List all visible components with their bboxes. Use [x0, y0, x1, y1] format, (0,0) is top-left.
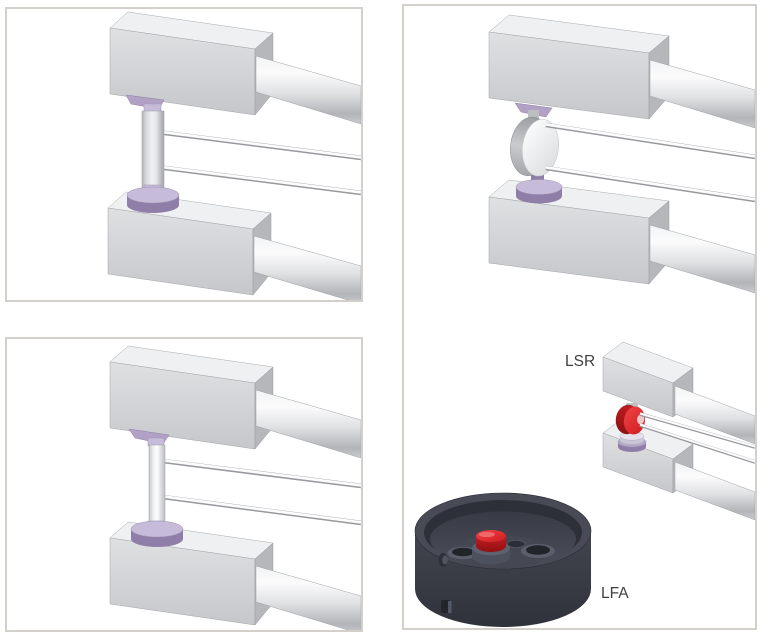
upper-post	[528, 110, 539, 122]
panel-top-left	[5, 7, 363, 302]
lfa-crucible	[414, 492, 592, 627]
cylindrical-sample	[128, 428, 184, 547]
washer-stack	[617, 431, 647, 452]
upper-support-rod	[255, 389, 361, 459]
upper-support-rod	[649, 59, 755, 129]
thermocouple-probes	[154, 457, 361, 526]
lsr-label: LSR	[565, 353, 595, 370]
lfa-label: LFA	[601, 585, 629, 602]
upper-mini-rod	[674, 385, 755, 445]
upper-clamp-block	[109, 11, 274, 116]
crucible-notch	[441, 600, 452, 613]
lower-mini-rod	[674, 461, 755, 521]
panel-bottom-left	[5, 337, 363, 632]
lower-support-rod	[649, 224, 755, 294]
panel-right: LSR	[402, 4, 757, 630]
disc-pellet-sample	[510, 116, 559, 177]
lsr-assembly	[602, 341, 755, 521]
lower-fitting	[515, 173, 563, 204]
crucible-wall	[415, 531, 591, 627]
thermocouple-probes	[639, 412, 755, 464]
upper-support-rod	[255, 55, 361, 125]
cylindrical-sample	[125, 94, 180, 213]
thermocouple-probes	[156, 129, 361, 196]
recess-left	[447, 546, 479, 560]
recess-right	[521, 544, 555, 558]
pellet-clamp-assembly	[488, 14, 755, 294]
red-disc-sample	[615, 404, 646, 435]
recess-back	[506, 540, 526, 549]
thermocouple-probes	[545, 122, 755, 203]
lower-support-rod	[253, 235, 361, 300]
rendering-cylinder-sample-2	[109, 345, 361, 630]
rendering-cylinder-sample-1	[107, 11, 361, 300]
lower-support-rod	[255, 565, 361, 630]
rendering-pellet-lsr-lfa: LSR	[414, 14, 755, 627]
red-sample-in-crucible	[472, 530, 510, 565]
crucible-tab	[438, 553, 448, 567]
